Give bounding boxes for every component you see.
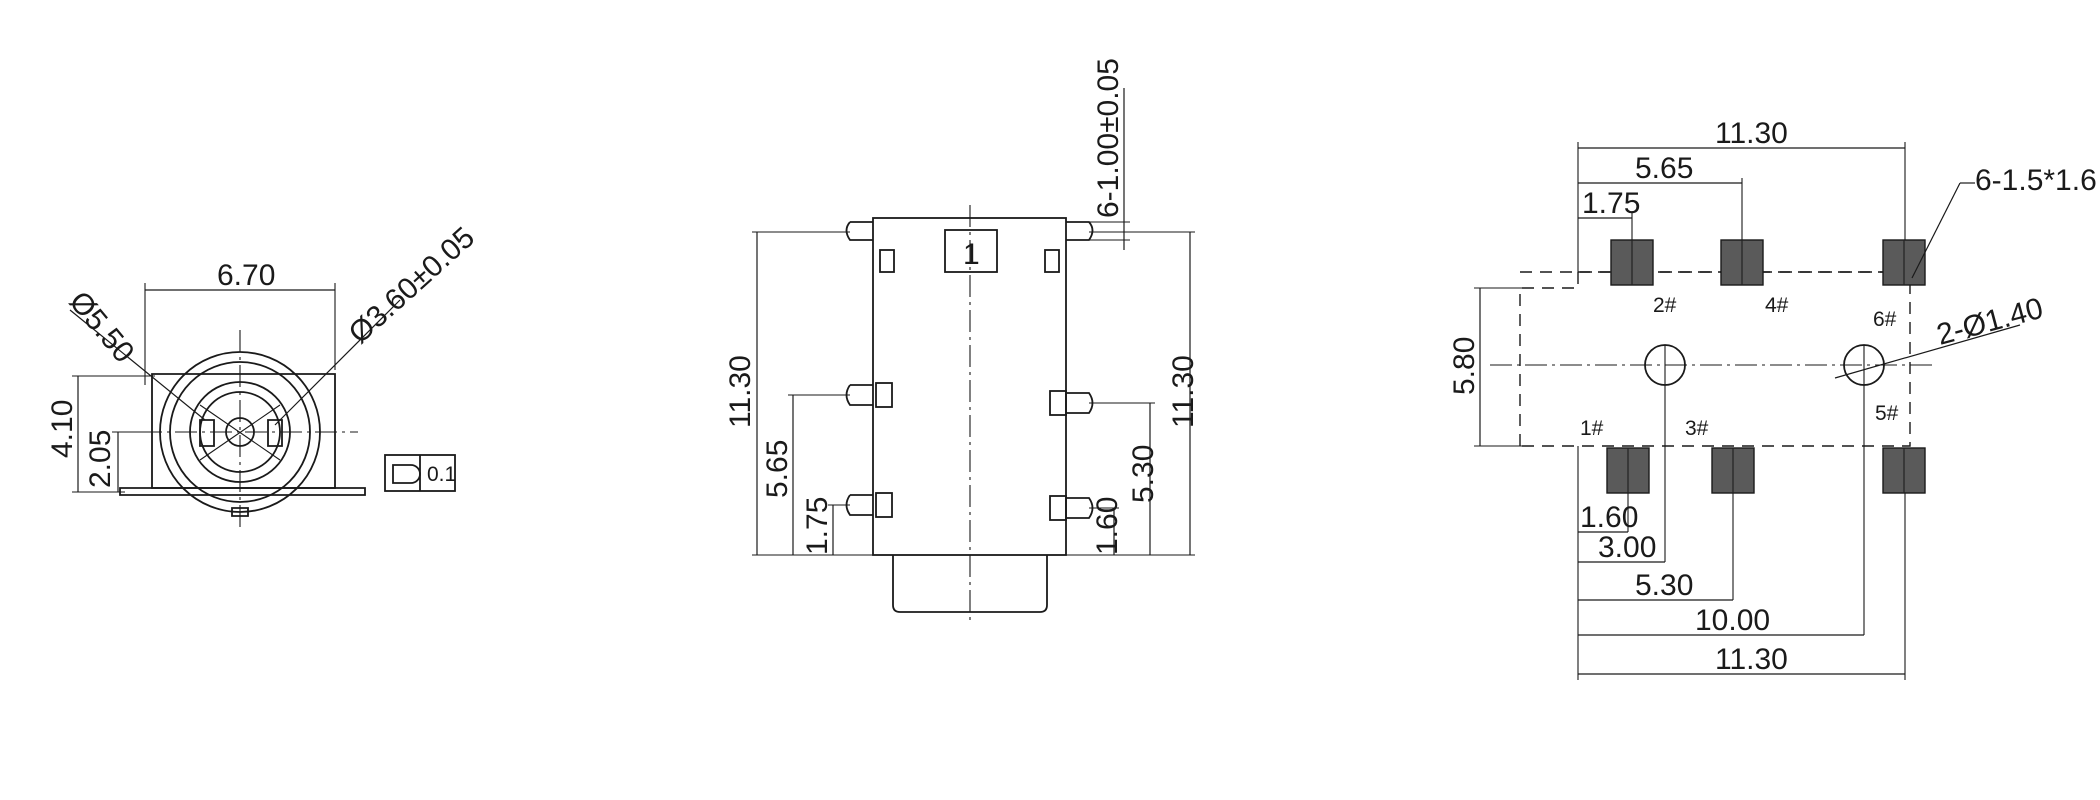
fp-bottom-2: 3.00: [1598, 531, 1656, 564]
flatness-icon: [392, 464, 421, 484]
pin-2-label: 2#: [1653, 294, 1677, 317]
top-pin-width: 6-1.00±0.05: [1092, 58, 1125, 218]
fp-bottom-5: 11.30: [1715, 643, 1788, 676]
pin-1-label: 1#: [1580, 417, 1604, 440]
footprint-view: [1474, 142, 2021, 680]
front-width-dim: 6.70: [217, 259, 275, 292]
front-hole-dia: Ø3.60±0.05: [343, 221, 481, 350]
fp-hole-spec: 2-Ø1.40: [1933, 292, 2046, 352]
fp-bottom-1: 1.60: [1580, 501, 1638, 534]
top-right-low: 1.60: [1091, 497, 1124, 555]
fp-height: 5.80: [1448, 337, 1481, 395]
top-view: [752, 88, 1195, 620]
fp-bottom-4: 10.00: [1695, 604, 1770, 637]
top-left-low: 1.75: [801, 497, 834, 555]
top-right-mid: 5.30: [1127, 445, 1160, 503]
front-center-dim: 2.05: [84, 430, 117, 488]
top-left-length: 11.30: [724, 355, 757, 428]
fp-bottom-3: 5.30: [1635, 569, 1693, 602]
fp-top-mid: 5.65: [1635, 152, 1693, 185]
flatness-value: 0.1: [427, 463, 456, 486]
front-height-dim: 4.10: [46, 400, 79, 458]
fp-top-total: 11.30: [1715, 117, 1788, 150]
top-right-length: 11.30: [1167, 355, 1200, 428]
pin-6-label: 6#: [1873, 308, 1897, 331]
pin-4-label: 4#: [1765, 294, 1789, 317]
fp-pad-spec: 6-1.5*1.6: [1975, 164, 2097, 197]
pin-label: 1: [963, 238, 980, 271]
pin-5-label: 5#: [1875, 402, 1899, 425]
front-outer-dia: Ø5.50: [63, 285, 141, 369]
front-view: [69, 283, 456, 530]
fp-top-first: 1.75: [1582, 187, 1640, 220]
pin-3-label: 3#: [1685, 417, 1709, 440]
top-left-mid: 5.65: [761, 440, 794, 498]
